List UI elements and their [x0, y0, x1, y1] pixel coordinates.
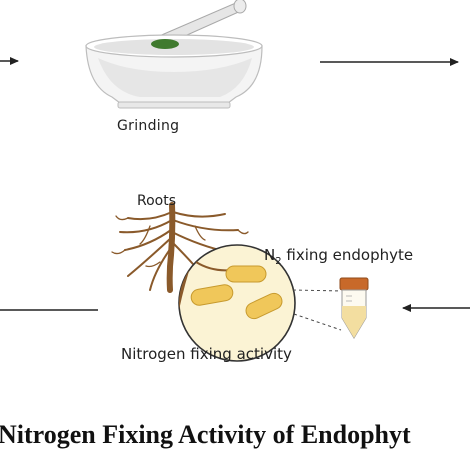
- mortar-pestle-icon: [85, 0, 263, 109]
- roots-label: Roots: [137, 193, 177, 209]
- n2-suffix: fixing endophyte: [281, 246, 414, 264]
- test-tube-icon: [339, 277, 369, 339]
- grinding-label: Grinding: [117, 118, 180, 134]
- n2-subscript: 2: [275, 256, 282, 267]
- bacteria-icon: [190, 265, 283, 320]
- zoom-line-top: [292, 289, 342, 292]
- figure-caption: Nitrogen Fixing Activity of Endophyt: [0, 420, 411, 449]
- nitrogen-fixing-activity-label: Nitrogen fixing activity: [121, 345, 292, 363]
- n2-prefix: N: [264, 246, 276, 264]
- magnified-view: [178, 244, 296, 362]
- n2-fixing-endophyte-label: N2 fixing endophyte: [264, 246, 413, 267]
- zoom-line-bottom: [293, 313, 342, 331]
